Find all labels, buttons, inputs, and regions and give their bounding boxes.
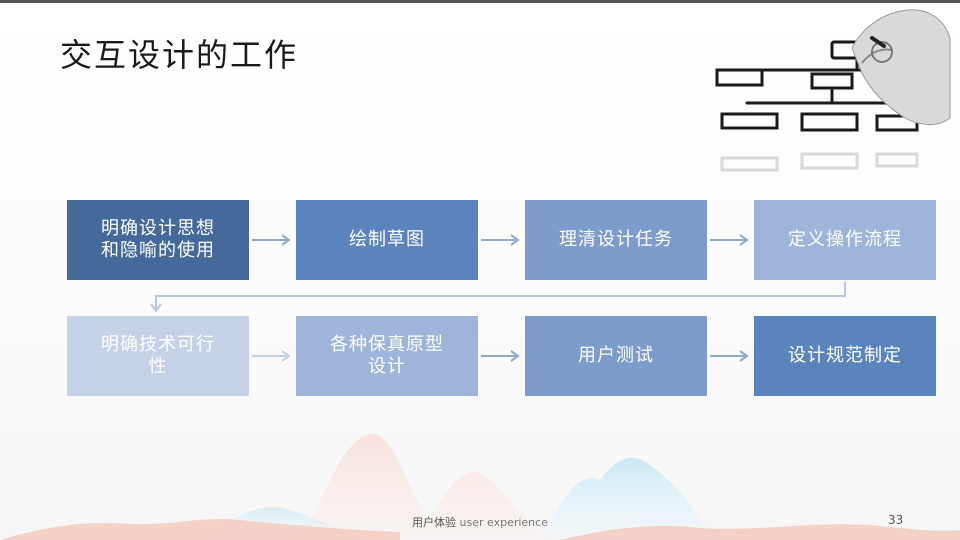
flow-step-6-line1: 各种保真原型	[330, 334, 444, 355]
flow-step-3: 理清设计任务	[525, 200, 707, 280]
flow-step-7-line1: 用户测试	[578, 345, 654, 366]
footer-cn: 用户体验	[412, 516, 457, 529]
flow-step-8: 设计规范制定	[754, 316, 936, 396]
flow-step-5-line2: 性	[148, 356, 168, 377]
slide-footer: 用户体验 user experience	[0, 514, 960, 530]
flow-step-1-line2: 和隐喻的使用	[101, 240, 215, 261]
arrow-2-3	[481, 234, 520, 246]
arrow-3-4	[710, 234, 749, 246]
row-connector-arrow	[150, 282, 846, 313]
flow-step-6-line2: 设计	[368, 356, 406, 377]
arrow-7-8	[710, 350, 749, 362]
flow-step-7: 用户测试	[525, 316, 707, 396]
flow-step-5: 明确技术可行性	[67, 316, 249, 396]
flow-step-5-line1: 明确技术可行	[101, 334, 215, 355]
slide-title: 交互设计的工作	[60, 36, 299, 74]
flow-step-3-line1: 理清设计任务	[559, 229, 673, 250]
arrow-5-6	[252, 350, 291, 362]
flow-step-1: 明确设计思想和隐喻的使用	[67, 200, 249, 280]
arrow-1-2	[252, 234, 291, 246]
footer-en: user experience	[459, 516, 548, 529]
arrow-6-7	[481, 350, 520, 362]
flow-step-4-line1: 定义操作流程	[788, 229, 902, 250]
top-border	[0, 0, 960, 3]
flow-step-2: 绘制草图	[296, 200, 478, 280]
decorative-mountains	[0, 433, 960, 540]
flow-step-2-line1: 绘制草图	[349, 229, 425, 250]
flow-step-6: 各种保真原型设计	[296, 316, 478, 396]
page-number: 33	[888, 513, 904, 527]
flow-step-4: 定义操作流程	[754, 200, 936, 280]
flow-step-1-line1: 明确设计思想	[101, 218, 215, 239]
hand-drawing-chart-illustration	[715, 9, 951, 172]
flow-step-8-line1: 设计规范制定	[788, 345, 902, 366]
